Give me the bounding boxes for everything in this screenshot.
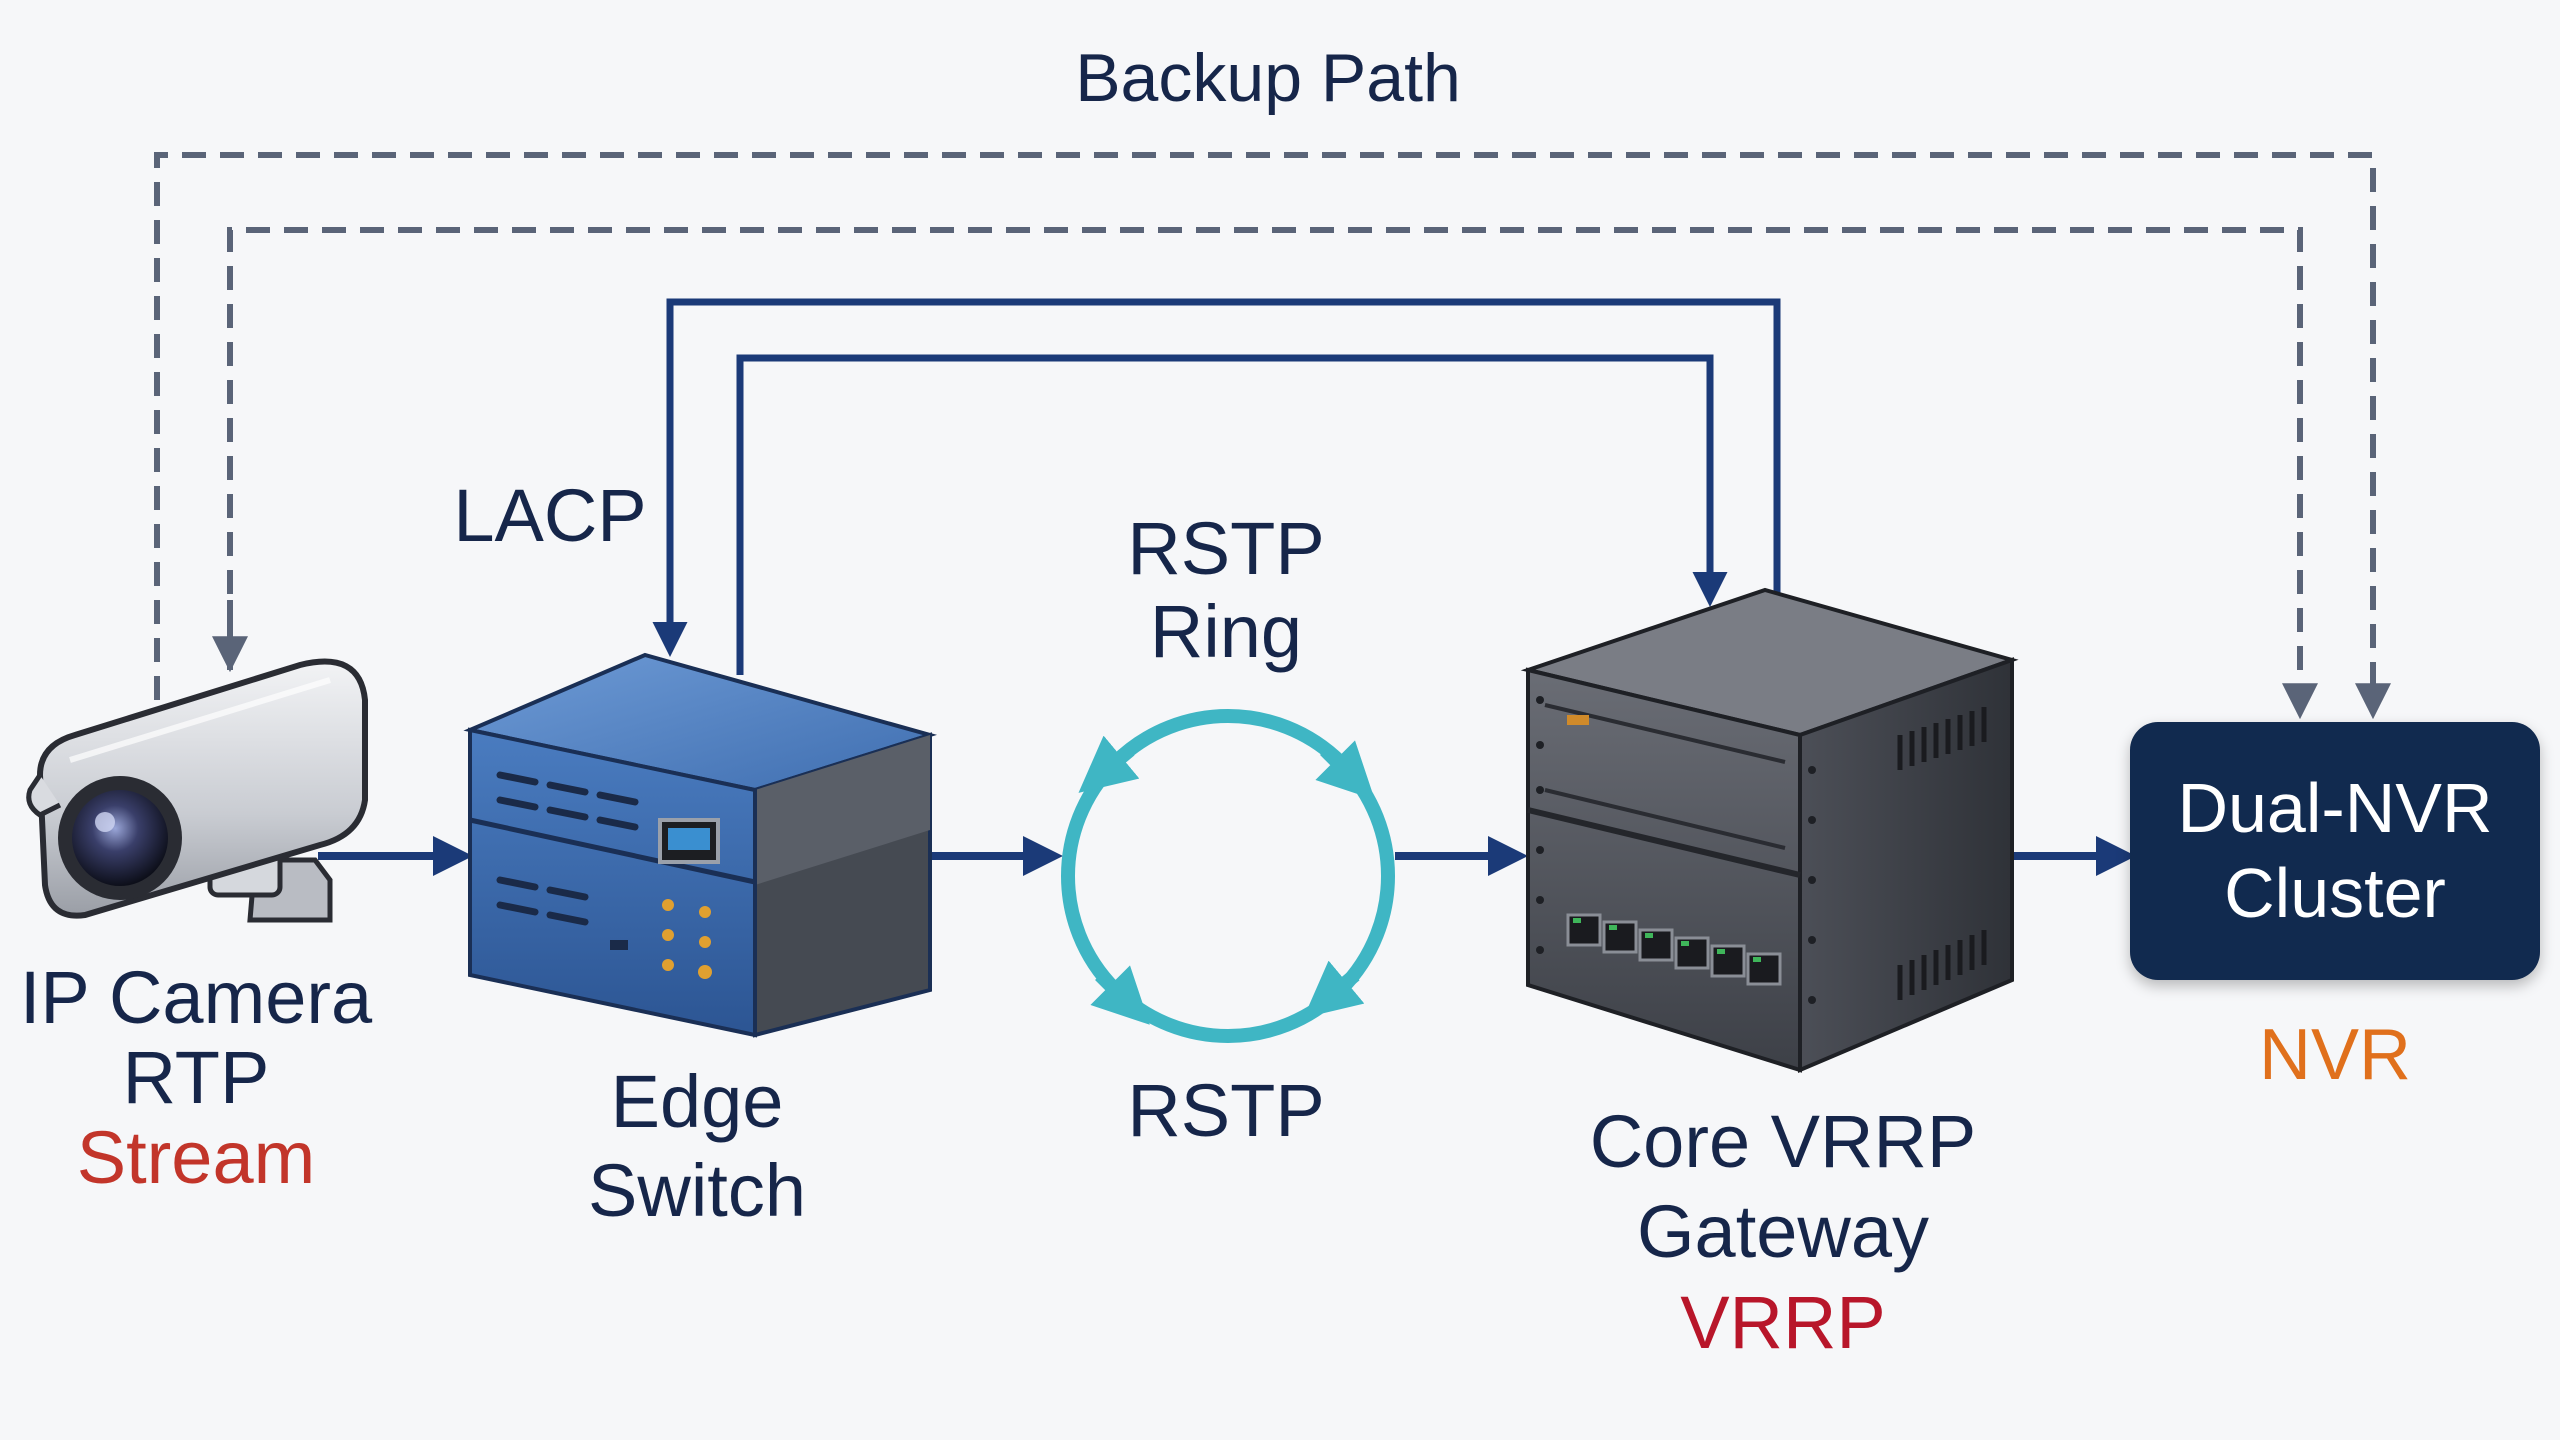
rstp-bottom-label: RSTP	[1127, 1069, 1325, 1152]
core-gateway-label: Core VRRP Gateway VRRP	[1589, 1100, 1977, 1364]
core-gateway-icon	[1520, 587, 2019, 1074]
backup-path-inner	[227, 227, 2318, 720]
lacp-link-inner	[736, 354, 1728, 675]
nvr-box-line2: Cluster	[2224, 854, 2446, 932]
backup-path-label: Backup Path	[1075, 40, 1461, 116]
lacp-link-outer	[652, 298, 1781, 657]
edge-switch-icon	[463, 652, 938, 1038]
nvr-tag-label: NVR	[2258, 1015, 2412, 1095]
dual-nvr-cluster-box: Dual-NVR Cluster	[2130, 722, 2540, 980]
rstp-ring-label: RSTP Ring	[1127, 507, 1325, 673]
ip-camera-icon	[26, 658, 368, 923]
nvr-box-line1: Dual-NVR	[2177, 768, 2493, 847]
edge-switch-label: Edge Switch	[588, 1060, 806, 1232]
rstp-ring-icon	[1061, 709, 1395, 1043]
backup-path-outer	[154, 152, 2391, 720]
lacp-label: LACP	[453, 474, 647, 557]
camera-label: IP Camera RTP Stream	[19, 956, 373, 1199]
